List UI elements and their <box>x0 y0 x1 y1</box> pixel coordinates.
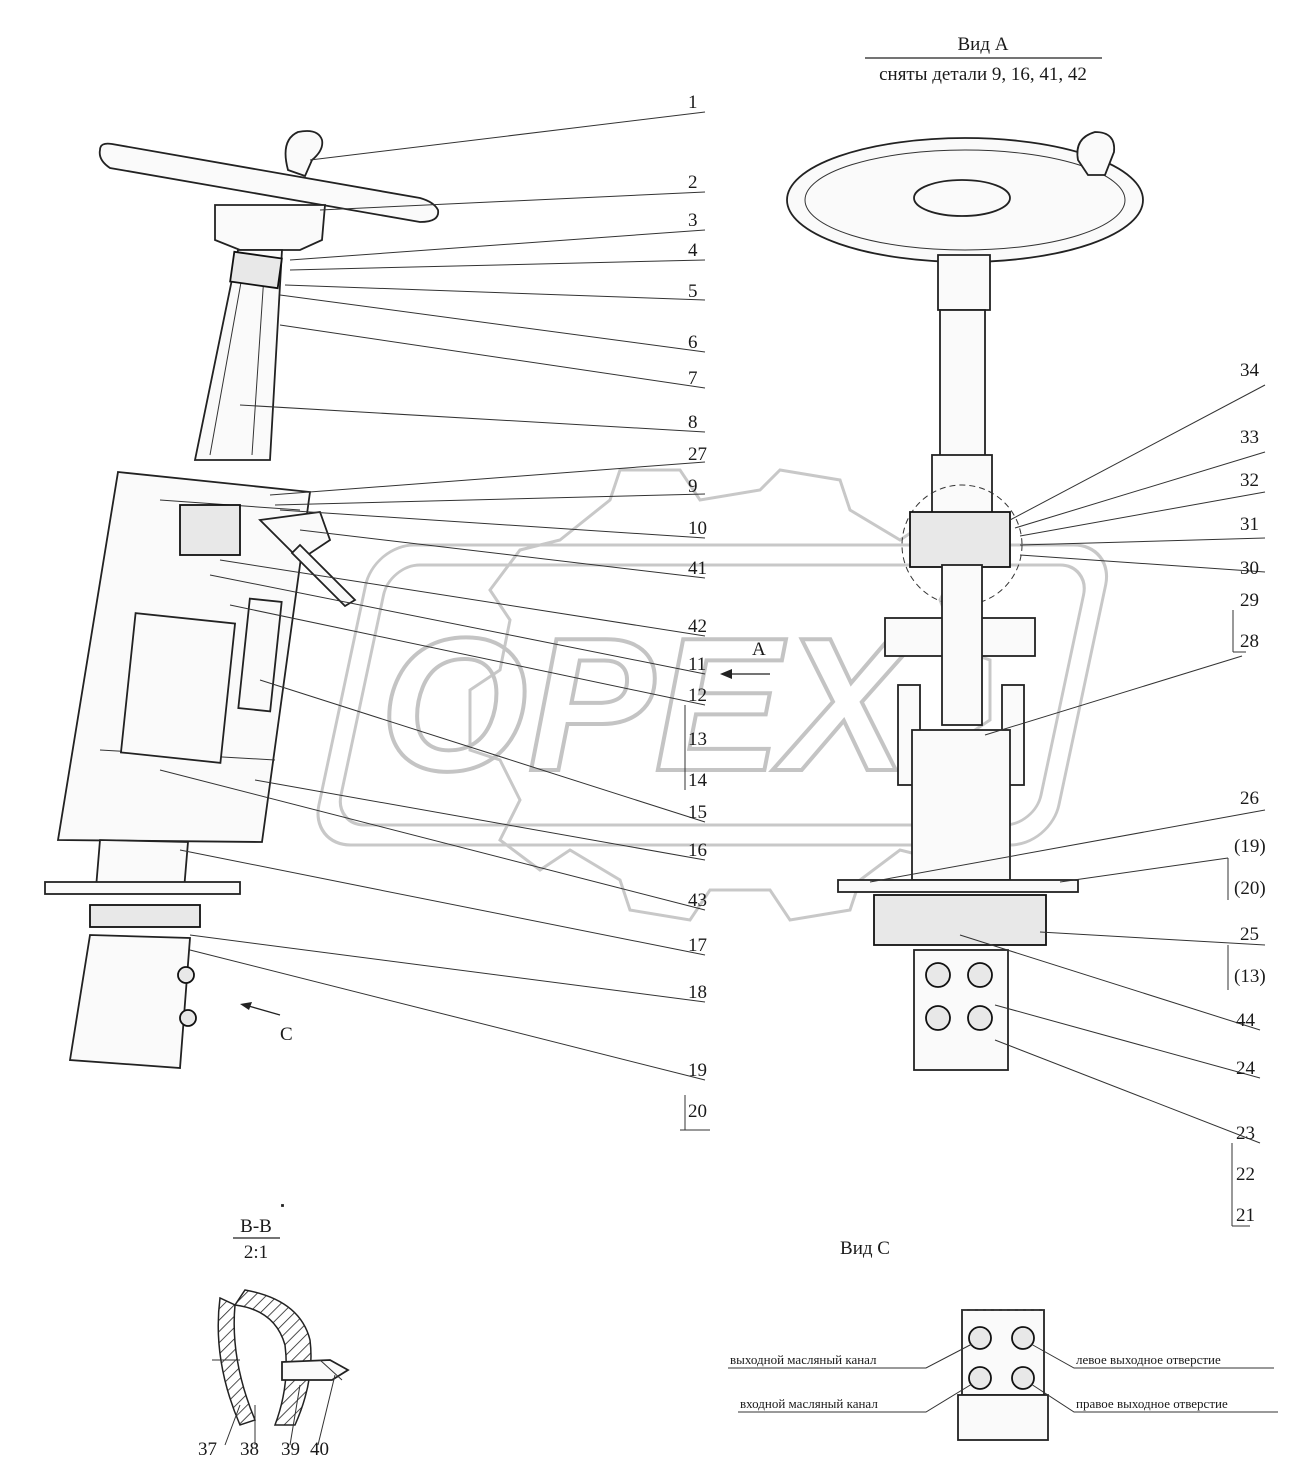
tilt-mechanism <box>909 511 1011 568</box>
base-flange <box>873 894 1047 946</box>
callout-32: 32 <box>1240 470 1259 491</box>
bearing-assembly <box>229 250 283 290</box>
gear-outline <box>468 468 992 922</box>
callout-5: 5 <box>688 281 698 302</box>
base-plate <box>837 879 1079 893</box>
wheel-hub <box>214 204 326 251</box>
section-label-37: 37 <box>198 1439 217 1460</box>
view-c-base <box>957 1394 1049 1441</box>
callout-15: 15 <box>688 802 707 823</box>
port-out-oil <box>968 1326 992 1350</box>
callout-11: 11 <box>688 654 706 675</box>
tilt-bracket <box>258 511 332 562</box>
callout-19: 19 <box>688 1060 707 1081</box>
callout-43: 43 <box>688 890 707 911</box>
callout-41: 41 <box>688 558 707 579</box>
callout-13: 13 <box>688 729 707 750</box>
right-callouts: 34 33 32 31 30 29 28 26 (19) (20) 25 (13… <box>1234 360 1266 1226</box>
callout-16: 16 <box>688 840 707 861</box>
callout-21: 21 <box>1236 1205 1255 1226</box>
section-label-40: 40 <box>310 1439 329 1460</box>
callout-right-out: правое выходное отверстие <box>1076 1396 1228 1411</box>
callout-8: 8 <box>688 412 698 433</box>
callout-left-out: левое выходное отверстие <box>1076 1352 1221 1367</box>
left-callouts: 1 2 3 4 5 6 7 8 27 9 10 41 42 11 12 13 1… <box>688 92 708 1122</box>
callout-24: 24 <box>1236 1058 1256 1079</box>
inner-shaft <box>941 564 983 726</box>
steering-wheel-rim <box>98 142 440 223</box>
section-bolt <box>281 1359 350 1381</box>
callout-42: 42 <box>688 616 707 637</box>
watermark: OPEX <box>316 468 1109 922</box>
steering-column <box>193 249 283 461</box>
callout-18: 18 <box>688 982 707 1003</box>
watermark-text: OPEX <box>380 599 918 811</box>
section-bb-scale: 2:1 <box>244 1242 268 1263</box>
callout-12: 12 <box>688 685 707 706</box>
lower-flange <box>89 904 201 928</box>
callout-1: 1 <box>688 92 698 113</box>
callout-27: 27 <box>688 444 707 465</box>
right-leaders <box>869 384 1266 1227</box>
watermark-frame-outer <box>316 543 1109 847</box>
arrow-c-label: C <box>280 1024 293 1045</box>
arrow-a-label: A <box>752 639 766 660</box>
callout-34: 34 <box>1240 360 1260 381</box>
upper-clamp <box>179 504 241 556</box>
inner-cylinder <box>119 612 237 764</box>
callout-31: 31 <box>1240 514 1259 535</box>
view-c-title: Вид С <box>840 1238 890 1259</box>
section-label-39: 39 <box>281 1439 300 1460</box>
left-leaders <box>159 111 710 1131</box>
callout-23: 23 <box>1236 1123 1255 1144</box>
callout-22: 22 <box>1236 1164 1255 1185</box>
callout-4: 4 <box>688 240 698 261</box>
callout-20-ref: (20) <box>1234 878 1266 899</box>
section-hatched-part <box>233 1289 312 1426</box>
port-right-out <box>1011 1366 1035 1390</box>
watermark-frame-inner <box>338 563 1086 827</box>
callout-13-ref: (13) <box>1234 966 1266 987</box>
tilt-lever <box>290 543 357 608</box>
callout-9: 9 <box>688 476 698 497</box>
callout-7: 7 <box>688 368 698 389</box>
callout-3: 3 <box>688 210 698 231</box>
column-tube <box>939 309 986 461</box>
callout-33: 33 <box>1240 427 1259 448</box>
callout-28: 28 <box>1240 631 1259 652</box>
steering-unit <box>68 934 191 1069</box>
callout-6: 6 <box>688 332 698 353</box>
callout-out-oil: выходной масляный канал <box>730 1352 877 1367</box>
spinner-knob <box>284 130 324 178</box>
view-a-title: Вид А <box>958 34 1009 55</box>
callout-2: 2 <box>688 172 698 193</box>
section-label-38: 38 <box>240 1439 259 1460</box>
view-c: Вид С выходной масляный канал входной ма… <box>728 1238 1278 1441</box>
spinner-knob-top <box>1076 131 1116 176</box>
callout-10: 10 <box>688 518 707 539</box>
callout-25: 25 <box>1240 924 1259 945</box>
callout-17: 17 <box>688 935 707 956</box>
section-bb: В-В 2:1 37 38 39 40 <box>198 1204 350 1460</box>
view-a-subtitle: сняты детали 9, 16, 41, 42 <box>879 64 1087 85</box>
callout-29: 29 <box>1240 590 1259 611</box>
callout-in-oil: входной масляный канал <box>740 1396 878 1411</box>
lower-housing <box>911 729 1011 881</box>
callout-19-ref: (19) <box>1234 836 1266 857</box>
callout-30: 30 <box>1240 558 1259 579</box>
port-left-out <box>1011 1326 1035 1350</box>
mounting-plate <box>44 881 241 895</box>
view-a: Вид А сняты детали 9, 16, 41, 42 <box>786 34 1144 1071</box>
callout-20: 20 <box>688 1101 707 1122</box>
section-bb-title: В-В <box>240 1216 272 1237</box>
wheel-center-hub <box>913 179 1011 217</box>
column-top-sleeve <box>937 254 991 311</box>
callout-44: 44 <box>1236 1010 1256 1031</box>
port-in-oil <box>968 1366 992 1390</box>
callout-14: 14 <box>688 770 708 791</box>
callout-26: 26 <box>1240 788 1259 809</box>
